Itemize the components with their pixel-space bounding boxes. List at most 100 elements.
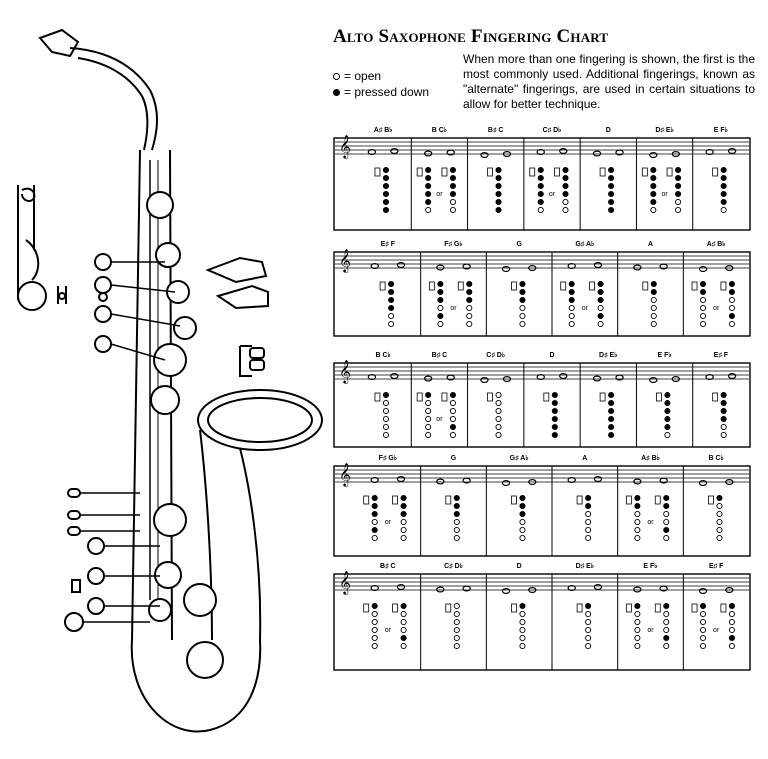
pressed-hole-icon bbox=[597, 288, 604, 296]
pressed-hole-icon bbox=[720, 391, 727, 399]
open-hole-icon bbox=[675, 198, 682, 206]
note-label: E F♭ bbox=[714, 126, 728, 134]
open-hole-icon bbox=[716, 534, 723, 542]
pressed-hole-icon bbox=[675, 190, 682, 198]
pressed-hole-icon bbox=[562, 182, 569, 190]
open-hole-icon bbox=[699, 626, 707, 634]
pressed-hole-icon bbox=[675, 174, 682, 182]
open-hole-icon bbox=[453, 534, 460, 542]
open-hole-icon bbox=[425, 431, 432, 439]
note-label: E F♭ bbox=[643, 562, 657, 570]
open-hole-icon bbox=[437, 304, 444, 312]
note-head bbox=[633, 586, 642, 593]
alternate-or-label: or bbox=[549, 191, 556, 198]
open-hole-icon bbox=[400, 518, 407, 526]
open-hole-icon bbox=[585, 526, 592, 534]
pressed-hole-icon bbox=[650, 198, 657, 206]
pressed-hole-icon bbox=[551, 423, 558, 431]
row-frame bbox=[333, 251, 751, 337]
open-hole-icon bbox=[371, 618, 378, 626]
pressed-hole-icon bbox=[537, 190, 544, 198]
pressed-hole-icon bbox=[650, 182, 657, 190]
note-head bbox=[705, 149, 714, 156]
open-hole-icon bbox=[585, 634, 592, 642]
note-head bbox=[501, 479, 511, 486]
note-label: B C♭ bbox=[708, 454, 723, 462]
open-hole-icon bbox=[449, 399, 456, 407]
pressed-hole-icon bbox=[333, 88, 340, 96]
octave-key-icon bbox=[642, 281, 649, 291]
pressed-hole-icon bbox=[449, 174, 456, 182]
note-head bbox=[659, 585, 668, 592]
open-hole-icon bbox=[664, 431, 671, 439]
open-hole-icon bbox=[585, 518, 592, 526]
open-hole-icon bbox=[634, 526, 641, 534]
pressed-hole-icon bbox=[519, 288, 526, 296]
note-head bbox=[502, 151, 512, 158]
pressed-hole-icon bbox=[728, 312, 735, 320]
note-label: C♯ D♭ bbox=[543, 126, 562, 134]
open-hole-icon bbox=[585, 510, 592, 518]
note-label: C♯ D♭ bbox=[444, 562, 463, 570]
octave-key-icon bbox=[560, 281, 567, 291]
open-hole-icon bbox=[382, 431, 390, 439]
open-hole-icon bbox=[400, 626, 407, 634]
pressed-hole-icon bbox=[400, 602, 407, 610]
octave-key-icon bbox=[457, 281, 464, 291]
note-head bbox=[423, 150, 433, 157]
open-hole-icon bbox=[597, 304, 604, 312]
pressed-hole-icon bbox=[663, 502, 670, 510]
octave-key-icon bbox=[529, 167, 536, 177]
open-hole-icon bbox=[519, 518, 526, 526]
open-hole-icon bbox=[568, 304, 575, 312]
staff bbox=[335, 362, 749, 380]
pressed-hole-icon bbox=[720, 182, 727, 190]
octave-key-icon bbox=[641, 167, 648, 177]
open-hole-icon bbox=[388, 320, 395, 328]
open-hole-icon bbox=[716, 510, 723, 518]
pressed-hole-icon bbox=[519, 602, 526, 610]
open-hole-icon bbox=[453, 618, 460, 626]
note-head bbox=[528, 265, 537, 272]
note-head bbox=[567, 263, 576, 270]
octave-key-icon bbox=[625, 495, 632, 505]
octave-key-icon bbox=[363, 603, 370, 613]
pressed-hole-icon bbox=[720, 407, 727, 415]
open-hole-icon bbox=[453, 634, 460, 642]
pressed-hole-icon bbox=[453, 510, 460, 518]
alternate-or-label: or bbox=[713, 627, 720, 634]
open-hole-icon bbox=[716, 502, 723, 510]
pressed-hole-icon bbox=[453, 494, 460, 502]
pressed-hole-icon bbox=[720, 198, 727, 206]
open-hole-icon bbox=[585, 534, 592, 542]
open-hole-icon bbox=[650, 296, 657, 304]
pressed-hole-icon bbox=[568, 288, 575, 296]
octave-key-icon bbox=[445, 603, 452, 613]
pressed-hole-icon bbox=[466, 288, 473, 296]
pressed-hole-icon bbox=[437, 280, 444, 288]
note-head bbox=[649, 151, 658, 158]
octave-key-icon bbox=[691, 281, 698, 291]
note-head bbox=[501, 265, 511, 272]
note-label: B♯ C bbox=[380, 563, 396, 570]
octave-key-icon bbox=[511, 281, 517, 291]
row-frame bbox=[333, 465, 751, 557]
pressed-hole-icon bbox=[371, 502, 378, 510]
open-hole-icon bbox=[425, 407, 432, 415]
octave-key-icon bbox=[554, 167, 560, 177]
open-hole-icon bbox=[495, 391, 502, 399]
note-label: B♯ C bbox=[432, 352, 448, 359]
pressed-hole-icon bbox=[634, 602, 641, 610]
open-hole-icon bbox=[453, 518, 460, 526]
open-hole-icon bbox=[562, 198, 569, 206]
octave-key-icon bbox=[441, 392, 448, 402]
open-hole-icon bbox=[650, 312, 657, 320]
pressed-hole-icon bbox=[720, 190, 727, 198]
open-hole-icon bbox=[720, 206, 727, 214]
open-hole-icon bbox=[720, 431, 727, 439]
open-hole-icon bbox=[699, 320, 707, 328]
pressed-hole-icon bbox=[382, 182, 390, 190]
open-hole-icon bbox=[371, 634, 378, 642]
